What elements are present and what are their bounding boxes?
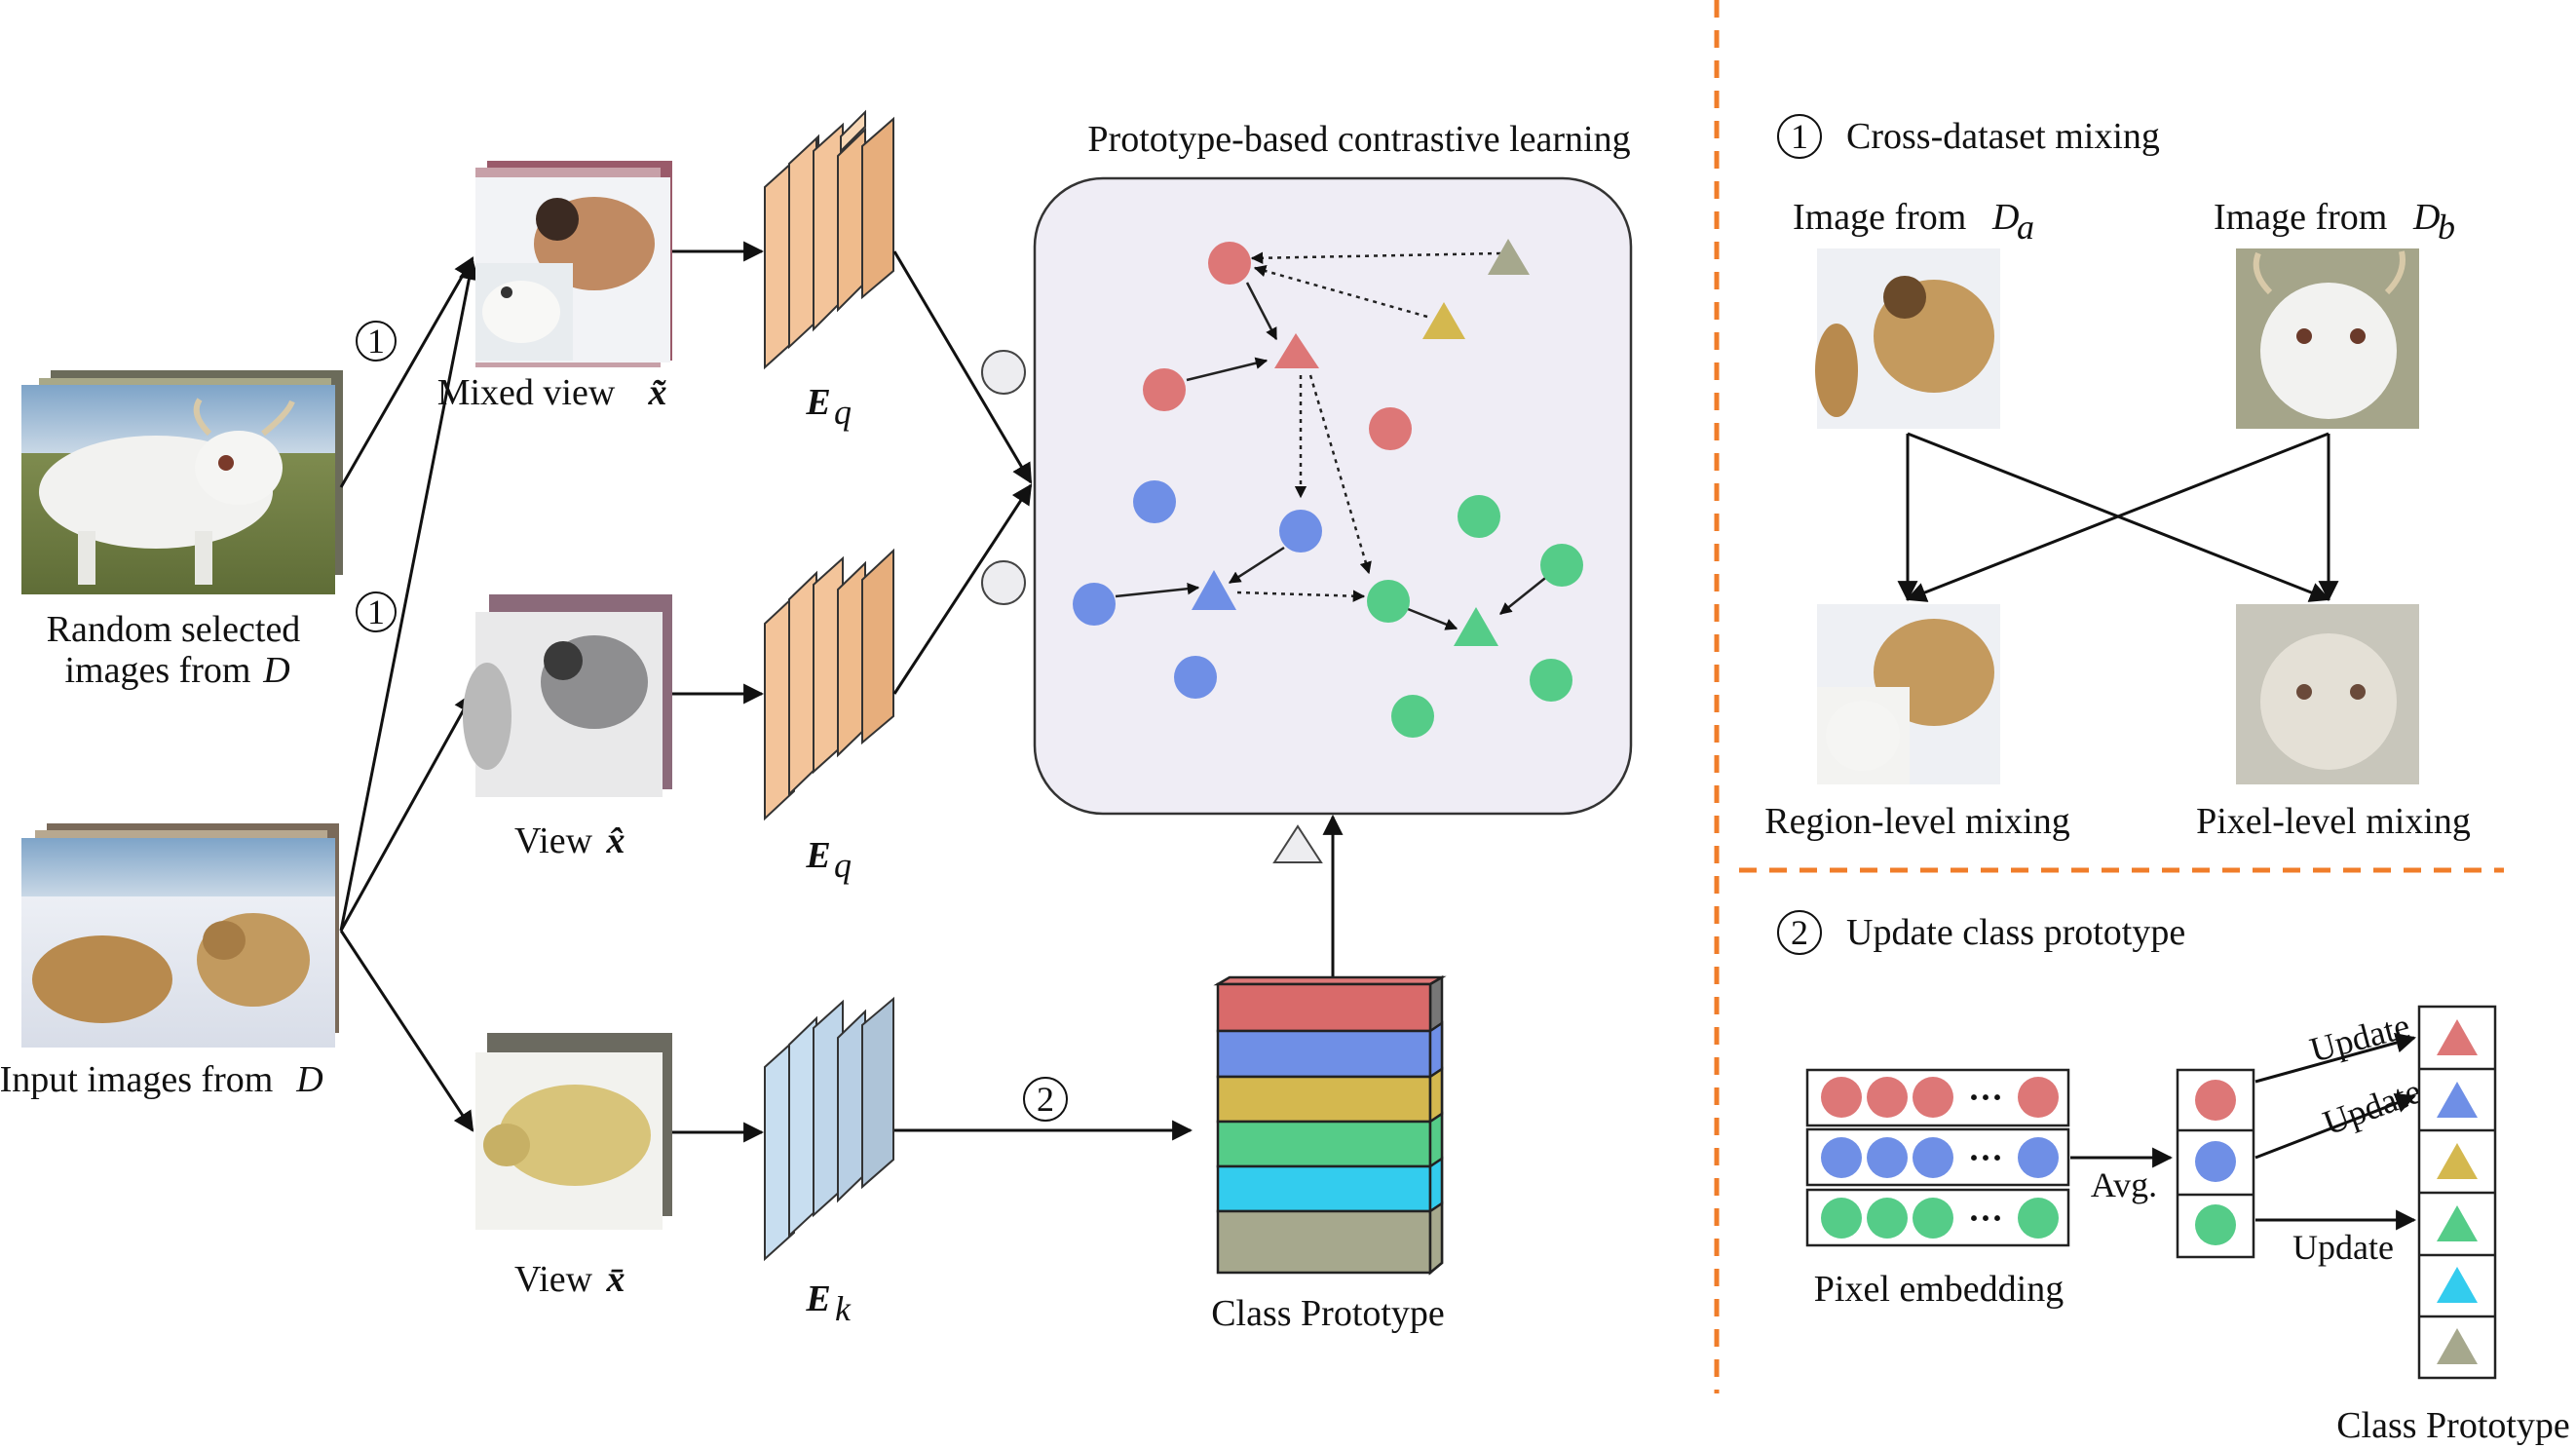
avg-label: Avg. — [2091, 1165, 2157, 1204]
red-embedding — [1369, 407, 1412, 450]
pixel-mix-label: Pixel-level mixing — [2196, 801, 2471, 842]
image-a-var: D — [1991, 197, 2019, 238]
encoder-q-mid — [764, 548, 894, 821]
region-mix-label: Region-level mixing — [1764, 801, 2069, 842]
view-bar-label: View — [514, 1259, 593, 1300]
contrastive-panel — [1033, 176, 1633, 816]
update-prototype-title: Update class prototype — [1846, 912, 2185, 953]
update-arrows — [2254, 1032, 2417, 1231]
view-bar-var: x̄ — [606, 1259, 625, 1300]
encoder-k-label: E — [805, 1278, 830, 1319]
image-b-label: Image from — [2214, 197, 2387, 238]
blue-embedding — [1133, 480, 1176, 523]
view-hat-image — [463, 594, 672, 797]
dots-row-3: ··· — [1968, 1199, 2003, 1238]
query-embedding-marker — [981, 350, 1026, 395]
step-badge-1a: 1 — [356, 321, 397, 362]
random-image-stack — [21, 370, 343, 594]
class-prototype-label: Class Prototype — [1211, 1293, 1445, 1334]
image-a-sub: a — [2017, 208, 2034, 247]
embedding-space — [1073, 239, 1583, 738]
class-prototype-stack — [1213, 974, 1447, 1276]
step-badge-1b: 1 — [356, 591, 397, 632]
image-b-thumbnail — [2236, 248, 2419, 429]
encoder-k-sub: k — [835, 1289, 852, 1328]
green-embedding — [1458, 495, 1500, 538]
input-images-label: Input images from — [0, 1059, 273, 1100]
view-hat-var: x̂ — [606, 820, 625, 861]
averaged-embeddings — [2176, 1068, 2255, 1259]
encoder-q-mid-label: E — [805, 835, 830, 876]
green-embedding — [1367, 580, 1410, 623]
section-badge-2: 2 — [1777, 910, 1822, 955]
prototype-marker — [1272, 824, 1323, 863]
red-prototype — [1274, 333, 1319, 368]
blue-prototype — [1192, 570, 1236, 610]
encoder-q-top — [764, 109, 894, 370]
svg-text:2: 2 — [1791, 913, 1808, 952]
mixing-arrows — [1897, 432, 2339, 602]
prototype-column-label: Class Prototype — [2336, 1405, 2570, 1446]
red-embedding — [1143, 368, 1186, 411]
encoder-q-top-label: E — [805, 382, 830, 423]
pixel-embedding-label: Pixel embedding — [1814, 1269, 2064, 1310]
update-label-3: Update — [2292, 1228, 2394, 1267]
update-label-2: Update — [2318, 1071, 2426, 1142]
svg-text:2: 2 — [1037, 1080, 1054, 1119]
pixel-mix-thumbnail — [2236, 604, 2419, 784]
update-label-1: Update — [2306, 1006, 2414, 1070]
region-mix-thumbnail — [1817, 604, 2000, 784]
random-images-label-line2: images from — [64, 650, 250, 691]
image-b-sub: b — [2438, 208, 2455, 247]
update-badge-2: 2 — [1023, 1077, 1068, 1122]
view-bar-image — [475, 1033, 672, 1230]
green-prototype — [1454, 607, 1498, 646]
image-a-label: Image from — [1793, 197, 1966, 238]
encoder-q-top-sub: q — [834, 393, 852, 432]
panel-title: Prototype-based contrastive learning — [1087, 119, 1630, 160]
svg-text:1: 1 — [367, 322, 385, 361]
blue-embedding — [1174, 656, 1217, 699]
section-badge-1: 1 — [1777, 114, 1822, 159]
olive-prototype — [1488, 239, 1530, 275]
blue-embedding — [1073, 583, 1116, 626]
encoder-input-arrows — [672, 241, 765, 1143]
prototype-column — [2417, 1005, 2497, 1380]
image-a-thumbnail — [1815, 248, 2000, 429]
mixed-view-var: x̃ — [648, 372, 667, 413]
view-hat-label: View — [514, 820, 593, 861]
input-image-stack — [21, 823, 339, 1048]
cross-dataset-title: Cross-dataset mixing — [1846, 116, 2160, 157]
input-images-var: D — [295, 1059, 322, 1100]
yellow-prototype — [1422, 302, 1465, 339]
encoder-q-mid-sub: q — [834, 846, 852, 885]
pixel-embedding-grid — [1805, 1068, 2070, 1247]
blue-embedding — [1279, 510, 1322, 553]
mixed-view-image — [475, 161, 672, 367]
svg-text:1: 1 — [1791, 117, 1808, 156]
dots-row-1: ··· — [1968, 1078, 2003, 1117]
svg-text:1: 1 — [367, 592, 385, 631]
image-b-var: D — [2412, 197, 2440, 238]
view-arrows — [339, 256, 479, 1132]
green-embedding — [1540, 544, 1583, 587]
query-embedding-marker — [981, 560, 1026, 605]
red-embedding — [1208, 242, 1251, 285]
encoder-output-arrows — [892, 250, 1344, 1141]
green-embedding — [1530, 659, 1572, 702]
random-images-label-line1: Random selected — [47, 609, 301, 650]
random-images-var: D — [262, 650, 289, 691]
green-embedding — [1391, 695, 1434, 738]
dots-row-2: ··· — [1968, 1138, 2003, 1177]
encoder-k — [764, 996, 894, 1262]
mixed-view-label: Mixed view — [437, 372, 616, 413]
